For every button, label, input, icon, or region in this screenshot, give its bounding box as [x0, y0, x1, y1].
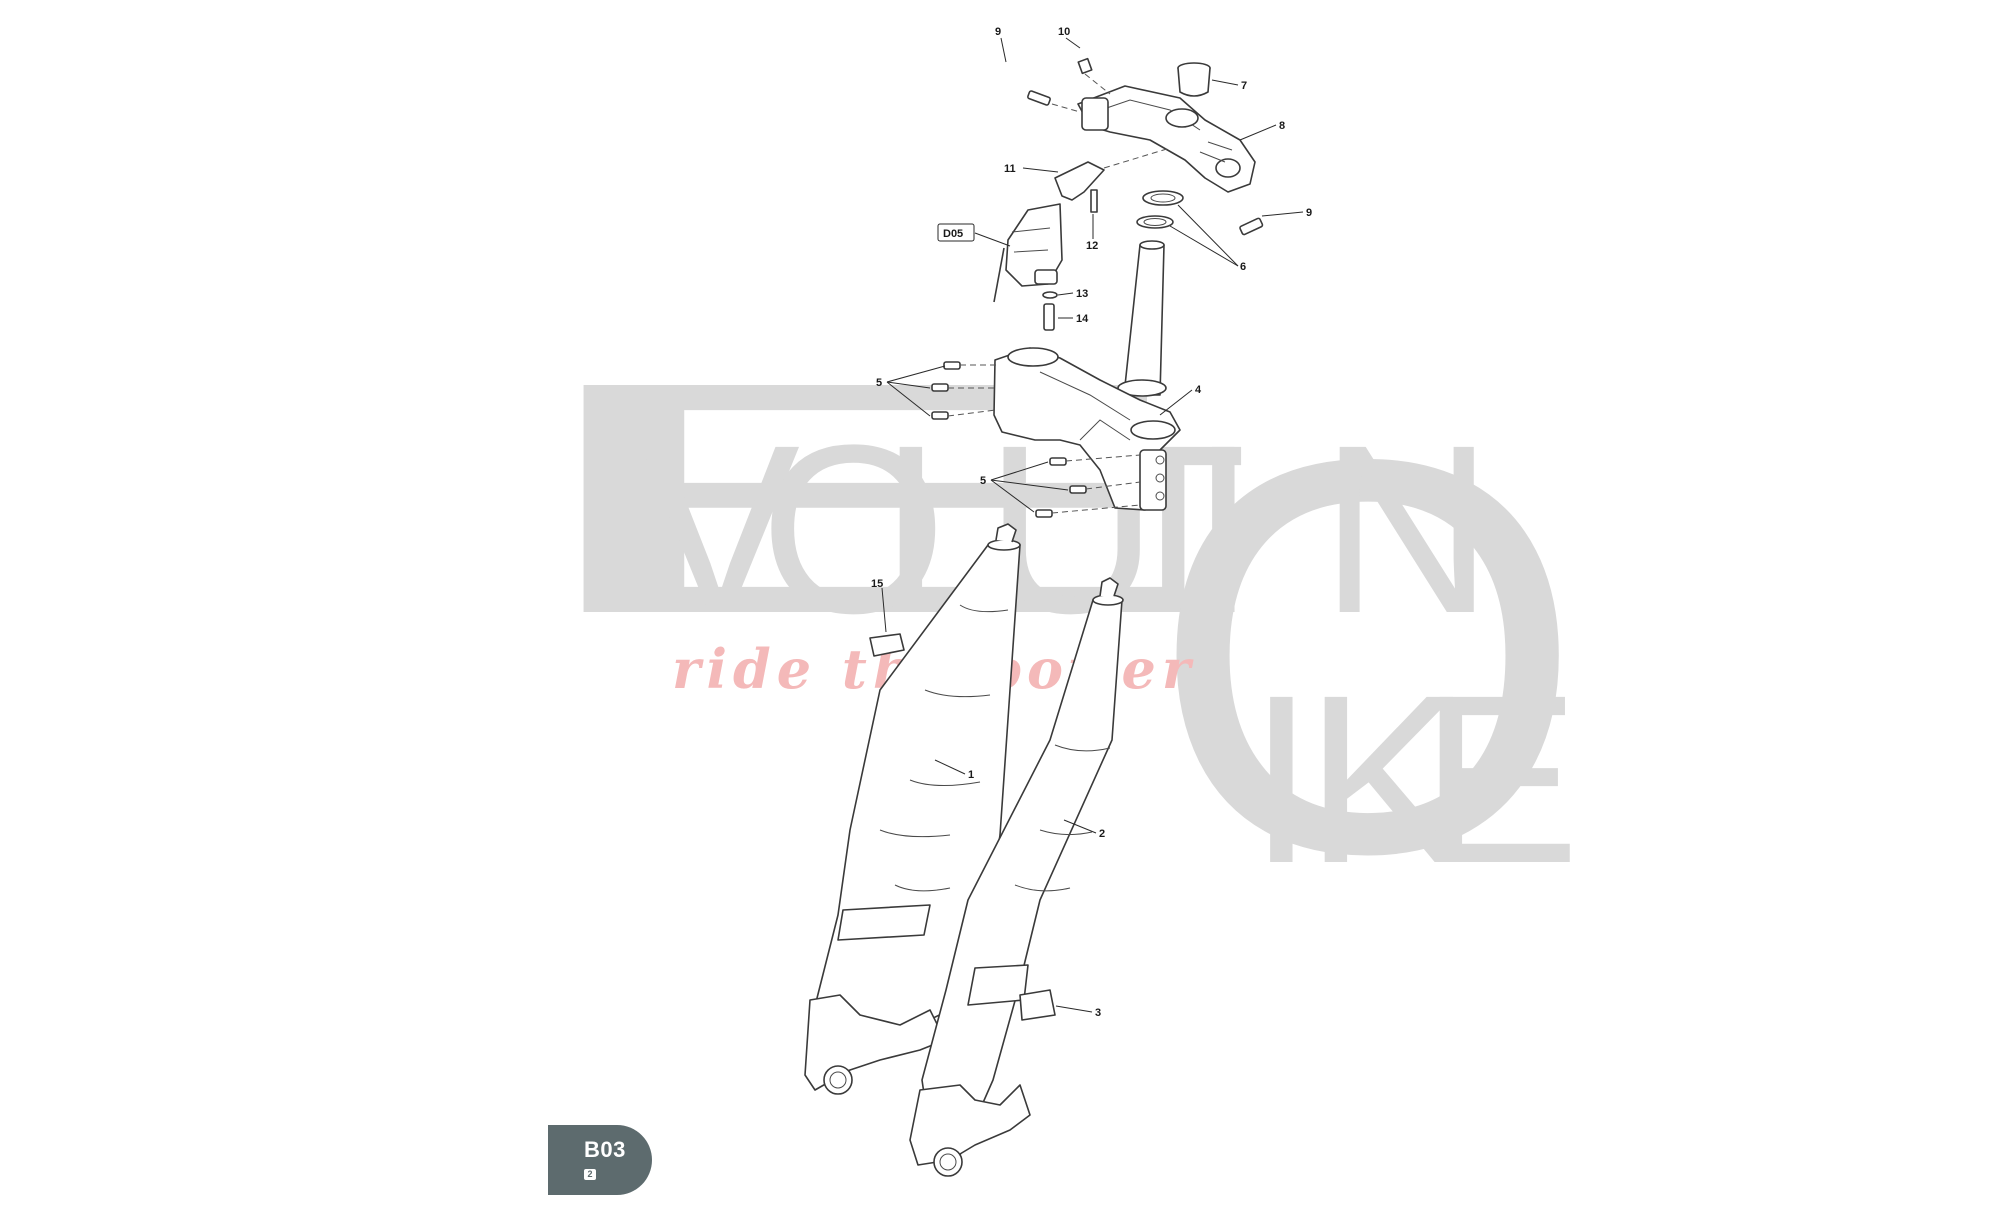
bolt-14: [1043, 303, 1055, 331]
leader-lines: [881, 37, 1304, 1013]
callout-9-right: 9: [1306, 207, 1312, 219]
bolt-9-left: [1027, 90, 1081, 113]
callout-9-top: 9: [995, 26, 1001, 38]
watermark-letter-k: K: [1305, 645, 1465, 913]
steering-damper: [993, 203, 1063, 303]
callout-2: 2: [1099, 828, 1105, 840]
callout-5-right: 5: [980, 475, 986, 487]
callout-d05-box: [937, 223, 975, 242]
sticker-15: [869, 633, 905, 657]
callout-4: 4: [1195, 384, 1202, 396]
section-code: B03: [584, 1137, 626, 1162]
callout-d05: D05: [943, 228, 963, 240]
callout-11: 11: [1004, 163, 1016, 175]
fork-leg-right: [909, 577, 1124, 1177]
bolts-5-right: [1035, 454, 1141, 518]
callout-15: 15: [871, 578, 883, 590]
washer-13: [1042, 291, 1058, 299]
callout-3: 3: [1095, 1007, 1101, 1019]
callout-12: 12: [1086, 240, 1098, 252]
bolt-12: [1090, 189, 1098, 213]
callout-1: 1: [968, 769, 974, 781]
section-sub-index: 2: [584, 1169, 596, 1180]
watermark-letter-i: I: [1190, 395, 1257, 663]
callout-14: 14: [1076, 313, 1089, 325]
watermark-letter-o: O: [760, 395, 947, 663]
watermark-letter-e2: E: [1420, 645, 1580, 913]
washers: [1136, 190, 1184, 229]
sticker-3: [1019, 989, 1056, 1021]
callout-5-left: 5: [876, 377, 882, 389]
callout-10: 10: [1058, 26, 1070, 38]
callout-6: 6: [1240, 261, 1246, 273]
bolt-9-right: [1239, 217, 1264, 236]
callout-labels: 9 10 7 8 11 9 12 6 D05 13 14 5 4 5 15 1 …: [871, 26, 1312, 1019]
bracket: [1054, 147, 1171, 201]
callout-7: 7: [1241, 80, 1247, 92]
section-badge: B03 2: [548, 1125, 652, 1195]
watermark-letter-big-o: O: [1150, 343, 1586, 969]
watermark-letter-i2: I: [1248, 645, 1315, 913]
bushing: [1177, 62, 1211, 97]
bolts-5-left: [931, 361, 997, 420]
watermark-letter-n: N: [1320, 395, 1493, 663]
bolt-10: [1077, 57, 1111, 95]
upper-triple-clamp: [1077, 85, 1256, 193]
callout-8: 8: [1279, 120, 1285, 132]
watermark-letter-v: V: [640, 395, 800, 663]
lower-triple-clamp: [993, 240, 1181, 511]
callout-13: 13: [1076, 288, 1088, 300]
